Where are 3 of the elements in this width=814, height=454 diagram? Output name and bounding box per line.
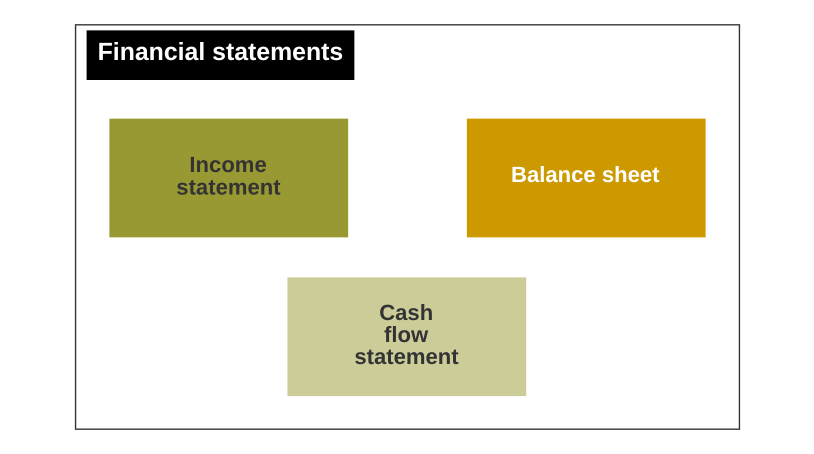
node-box: Balance sheet bbox=[466, 118, 706, 238]
node-box: Cash flow statement bbox=[286, 277, 526, 396]
node-box: Income statement bbox=[108, 118, 348, 238]
